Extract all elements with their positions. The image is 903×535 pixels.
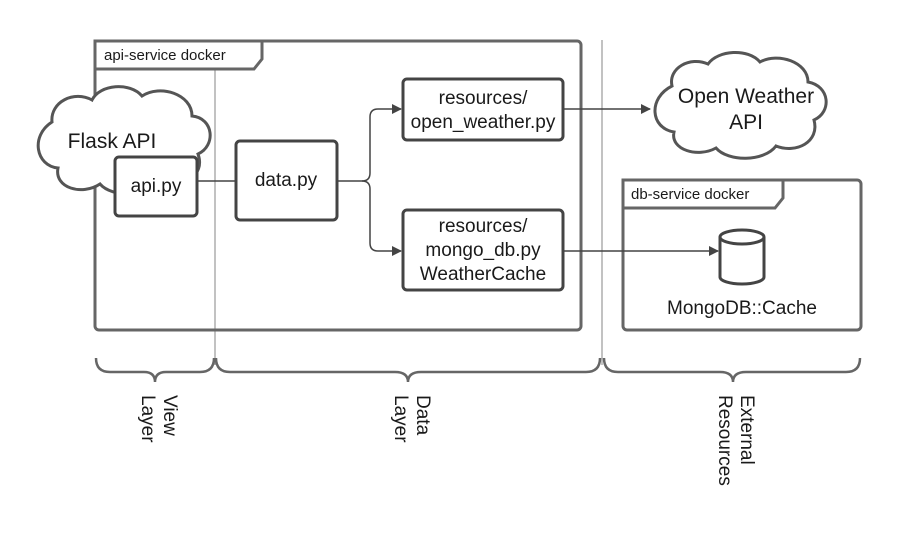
mongo-db-py-node: resources/ mongo_db.py WeatherCache	[401, 208, 565, 292]
mongodb-cache-label: MongoDB::Cache	[667, 298, 817, 319]
open-weather-api-line2: API	[729, 111, 763, 134]
external-resources-label: External Resources	[714, 395, 757, 486]
db-service-frame: db-service docker	[621, 178, 863, 332]
database-cylinder-icon	[718, 228, 766, 286]
external-resources-line1: External	[736, 395, 757, 465]
open-weather-py-line2: open_weather.py	[411, 112, 556, 133]
edge-data-to-mongo	[361, 180, 402, 256]
api-py-node: api.py	[113, 155, 199, 218]
api-py-label: api.py	[131, 176, 182, 197]
open-weather-py-node: resources/ open_weather.py	[401, 77, 565, 142]
flask-api-label: Flask API	[68, 130, 157, 153]
data-layer-brace	[214, 357, 602, 383]
view-layer-brace	[94, 357, 216, 383]
api-service-frame-label: api-service docker	[104, 47, 226, 64]
mongo-db-py-line1: resources/	[439, 216, 528, 237]
data-layer-line2: Layer	[390, 395, 411, 443]
open-weather-api-line1: Open Weather	[678, 85, 814, 108]
data-py-label: data.py	[255, 170, 318, 191]
external-resources-brace	[602, 357, 862, 383]
view-layer-line1: View	[159, 395, 180, 436]
data-py-node: data.py	[234, 139, 339, 222]
mongo-db-py-line3: WeatherCache	[420, 264, 546, 285]
edge-data-to-open-weather	[337, 104, 402, 182]
mongo-db-py-line2: mongo_db.py	[425, 240, 541, 261]
open-weather-py-line1: resources/	[439, 88, 528, 109]
external-resources-line2: Resources	[714, 395, 735, 486]
view-layer-label: View Layer	[137, 395, 180, 443]
db-service-frame-label: db-service docker	[631, 186, 749, 203]
data-layer-label: Data Layer	[390, 395, 433, 443]
view-layer-line2: Layer	[137, 395, 158, 443]
open-weather-api-cloud: Open Weather API	[653, 50, 828, 160]
data-layer-line1: Data	[412, 395, 433, 436]
